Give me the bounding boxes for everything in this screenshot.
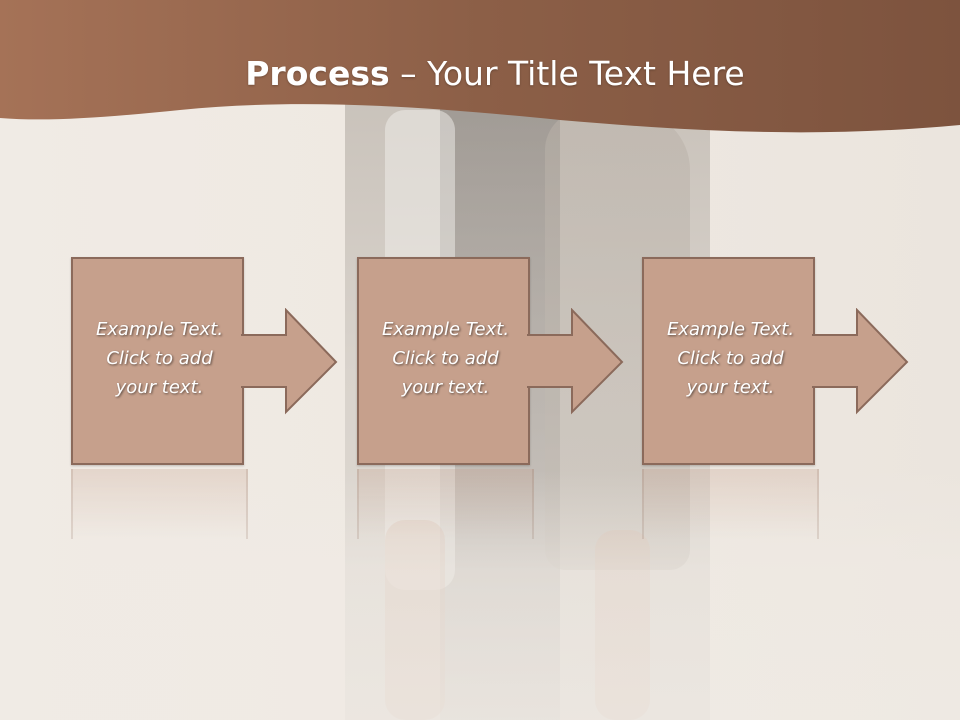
step-text[interactable]: Example Text. Click to add your text. [95, 319, 224, 398]
process-step-2: Example Text. Click to add your text. [357, 257, 624, 539]
step-box[interactable]: Example Text. Click to add your text. [642, 257, 815, 465]
process-step-3: Example Text. Click to add your text. [642, 257, 909, 539]
process-step-1: Example Text. Click to add your text. [71, 257, 338, 539]
step-box[interactable]: Example Text. Click to add your text. [71, 257, 244, 465]
step-reflection [642, 469, 819, 539]
header-wave [0, 0, 960, 133]
step-text[interactable]: Example Text. Click to add your text. [381, 319, 510, 398]
arrow-right-icon [527, 308, 624, 415]
title-bold: Process [245, 54, 390, 93]
arrow-right-icon [241, 308, 338, 415]
page-title[interactable]: Process – Your Title Text Here [0, 54, 960, 94]
step-box[interactable]: Example Text. Click to add your text. [357, 257, 530, 465]
step-text[interactable]: Example Text. Click to add your text. [666, 319, 795, 398]
arrow-right-icon [812, 308, 909, 415]
title-rest: – Your Title Text Here [389, 54, 745, 93]
step-reflection [71, 469, 248, 539]
bottom-fade [0, 470, 960, 720]
step-reflection [357, 469, 534, 539]
